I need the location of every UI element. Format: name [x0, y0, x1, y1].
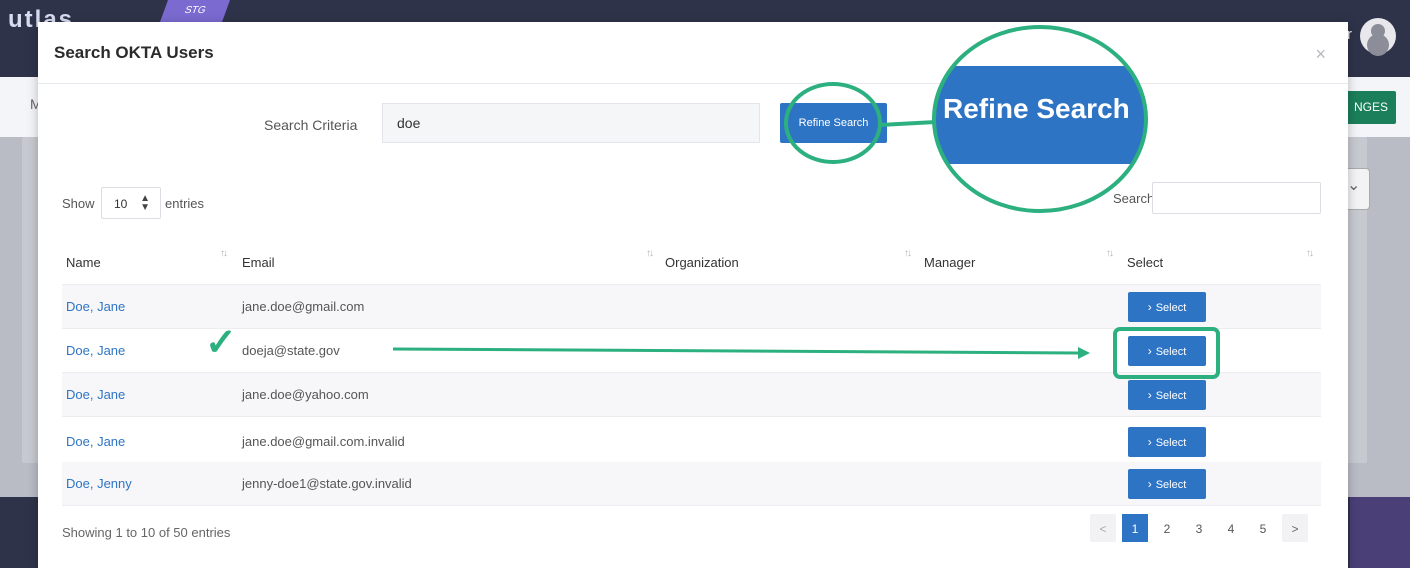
- select-button-label: Select: [1155, 479, 1187, 491]
- column-header-select[interactable]: Select: [1127, 255, 1164, 270]
- pagination-page[interactable]: 4: [1227, 522, 1235, 536]
- sort-icon[interactable]: ↑↓: [646, 248, 654, 259]
- app-subnav-item[interactable]: M: [30, 96, 42, 112]
- user-name-link[interactable]: Doe, Jane: [66, 387, 126, 402]
- chevron-right-icon: ›: [1147, 344, 1152, 358]
- modal-title: Search OKTA Users: [54, 43, 214, 62]
- pagination: < 1 2 3 4 5 >: [1090, 514, 1308, 544]
- user-name-label: r: [1347, 26, 1352, 43]
- user-name-link[interactable]: Doe, Jane: [66, 343, 126, 358]
- select-user-button[interactable]: ›Select: [1128, 380, 1206, 410]
- pagination-page[interactable]: 3: [1195, 522, 1203, 536]
- show-label: Show: [62, 196, 95, 211]
- table-row: Doe, Jane jane.doe@gmail.com ›Select: [62, 285, 1321, 329]
- pagination-page[interactable]: 5: [1259, 522, 1267, 536]
- pagination-page[interactable]: 1: [1122, 514, 1148, 542]
- pagination-prev[interactable]: <: [1090, 514, 1116, 542]
- connector-line: [879, 120, 937, 127]
- highlight-circle: [784, 82, 882, 164]
- zoom-callout: [934, 27, 1146, 211]
- chevron-right-icon: ›: [1147, 477, 1152, 491]
- column-header-manager[interactable]: Manager: [924, 255, 976, 270]
- select-user-button[interactable]: ›Select: [1128, 427, 1206, 457]
- table-row: Doe, Jenny jenny-doe1@state.gov.invalid …: [62, 462, 1321, 506]
- search-criteria-input[interactable]: [382, 103, 760, 143]
- sort-toggle-icon: ▲▼: [140, 193, 150, 213]
- table-info: Showing 1 to 10 of 50 entries: [62, 525, 231, 540]
- select-user-button[interactable]: ›Select: [1128, 292, 1206, 322]
- chevron-right-icon: ›: [1147, 388, 1152, 402]
- chevron-right-icon: ›: [1147, 300, 1152, 314]
- app-footer-accent: [1350, 497, 1410, 568]
- user-avatar-icon[interactable]: [1360, 18, 1396, 54]
- entries-label: entries: [165, 196, 205, 211]
- user-email: doeja@state.gov: [242, 343, 340, 358]
- search-criteria-label: Search Criteria: [264, 117, 358, 133]
- user-name-link[interactable]: Doe, Jane: [66, 434, 126, 449]
- pagination-page[interactable]: 2: [1163, 522, 1171, 536]
- user-email: jenny-doe1@state.gov.invalid: [242, 476, 412, 491]
- checkmark-icon: ✓: [205, 322, 237, 364]
- refine-search-button[interactable]: Refine Search: [780, 103, 887, 143]
- arrow-line: [392, 347, 1079, 355]
- user-email: jane.doe@yahoo.com: [242, 387, 369, 402]
- table-row: Doe, Jane doeja@state.gov ›Select: [62, 329, 1321, 373]
- sort-icon[interactable]: ↑↓: [1106, 248, 1114, 259]
- select-button-label: Select: [1155, 346, 1187, 358]
- highlight-box: [1113, 327, 1220, 379]
- zoom-circle: [932, 25, 1148, 213]
- column-header-email[interactable]: Email: [242, 255, 275, 270]
- sort-icon[interactable]: ↑↓: [1306, 248, 1314, 259]
- entries-per-page-select[interactable]: 10 ▲▼: [101, 187, 161, 219]
- pagination-next[interactable]: >: [1282, 514, 1308, 542]
- select-user-button[interactable]: ›Select: [1128, 469, 1206, 499]
- table-search-label: Search:: [1113, 191, 1158, 206]
- sort-icon[interactable]: ↑↓: [904, 248, 912, 259]
- chevron-down-icon[interactable]: [1339, 168, 1370, 210]
- sort-icon[interactable]: ↑↓: [220, 248, 228, 259]
- arrow-head-icon: [1078, 347, 1090, 359]
- user-name-link[interactable]: Doe, Jane: [66, 299, 126, 314]
- table-search-input[interactable]: [1152, 182, 1321, 214]
- user-email: jane.doe@gmail.com.invalid: [242, 434, 405, 449]
- entries-per-page-value: 10: [114, 197, 128, 211]
- select-user-button[interactable]: ›Select: [1128, 336, 1206, 366]
- column-header-name[interactable]: Name: [66, 255, 101, 270]
- table-row: Doe, Jane jane.doe@yahoo.com ›Select: [62, 373, 1321, 417]
- select-button-label: Select: [1155, 437, 1187, 449]
- modal-header: Search OKTA Users ×: [38, 22, 1348, 84]
- select-button-label: Select: [1155, 302, 1187, 314]
- select-button-label: Select: [1155, 390, 1187, 402]
- user-email: jane.doe@gmail.com: [242, 299, 365, 314]
- user-name-link[interactable]: Doe, Jenny: [66, 476, 132, 491]
- zoom-callout-label: Refine Search: [943, 93, 1130, 124]
- column-header-organization[interactable]: Organization: [665, 255, 739, 270]
- table-header-divider: [62, 284, 1321, 285]
- close-icon[interactable]: ×: [1315, 44, 1326, 64]
- chevron-right-icon: ›: [1147, 435, 1152, 449]
